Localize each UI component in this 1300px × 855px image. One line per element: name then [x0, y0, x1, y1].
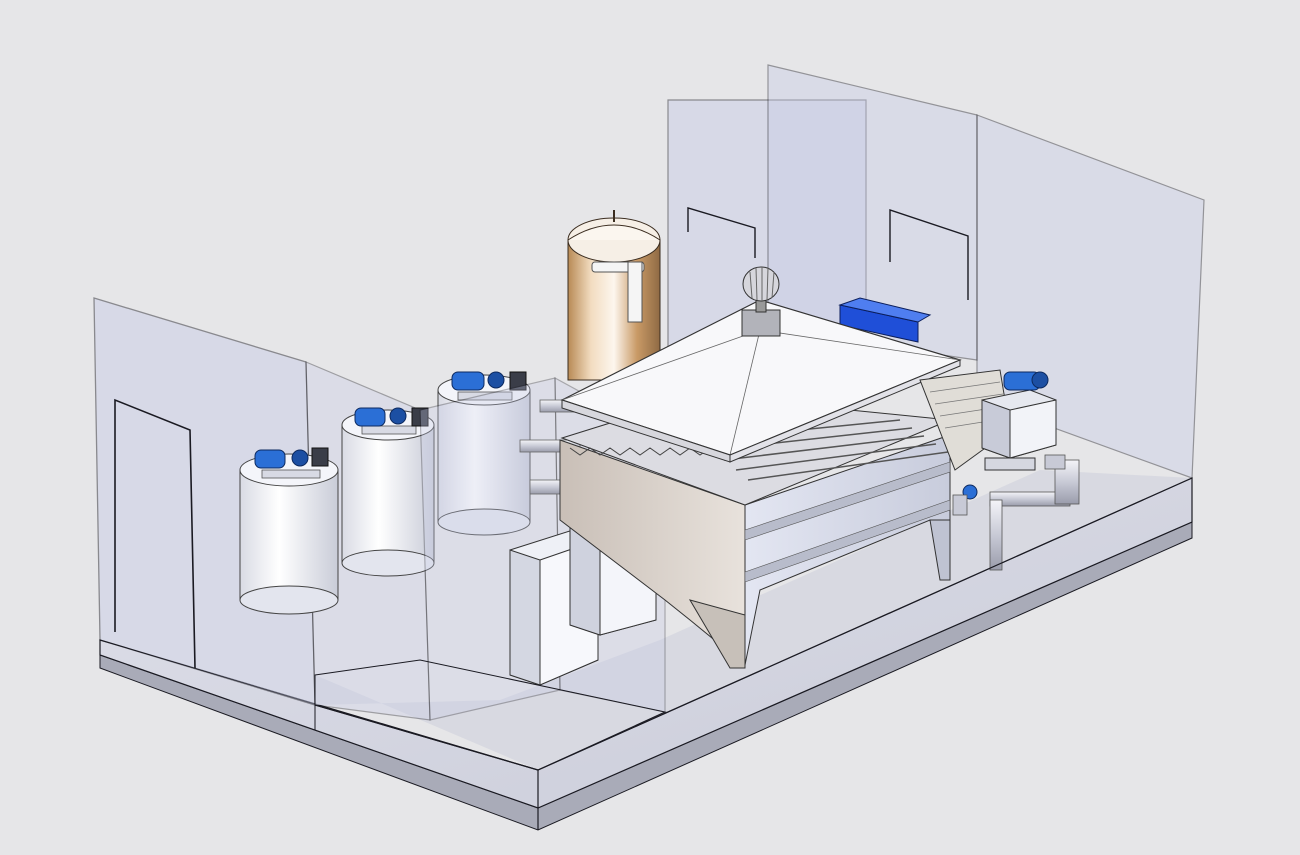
outlet-piping: [952, 454, 1080, 571]
dosing-tank-3[interactable]: [437, 371, 531, 536]
dewatering-unit[interactable]: [981, 371, 1057, 471]
pump-motor-icon: [451, 371, 527, 391]
sludge-bin[interactable]: [838, 297, 932, 343]
rear-door-left: [687, 207, 756, 258]
turbine-ventilator-icon: [741, 266, 781, 337]
front-floor-outline: [314, 477, 1193, 771]
rear-door-right: [889, 209, 969, 300]
left-door: [114, 398, 196, 669]
basin-cover: [560, 299, 962, 463]
pump-motor-icon: [254, 447, 329, 469]
dosing-tank-1[interactable]: [239, 447, 339, 615]
dosing-tank-2[interactable]: [341, 407, 435, 577]
gear-motor-icon: [1003, 371, 1049, 391]
tall-storage-tank[interactable]: [567, 210, 661, 381]
pump-motor-icon: [354, 407, 429, 427]
